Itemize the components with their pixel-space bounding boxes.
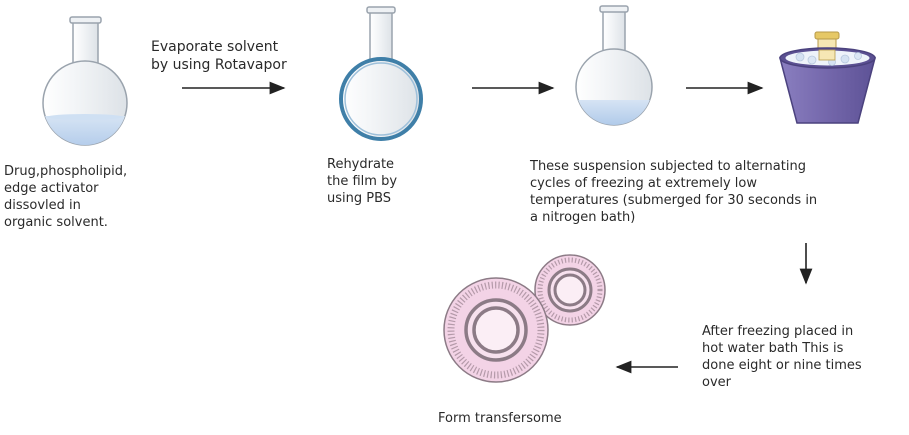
step-rehydrate-label: Rehydrate the film by using PBS bbox=[327, 157, 398, 206]
step-form-label: Form transfersome bbox=[438, 411, 562, 426]
transfersome-vesicle-icon bbox=[443, 254, 606, 383]
vesicle-small bbox=[534, 254, 606, 326]
flask-film-icon bbox=[339, 6, 423, 141]
step-evaporate-label: Evaporate solvent by using Rotavapor bbox=[151, 39, 287, 73]
step-dissolve-label: Drug,phospholipid, edge activator dissov… bbox=[4, 164, 128, 230]
flask-solvent-icon bbox=[42, 16, 128, 146]
step-freeze-label: These suspension subjected to alternatin… bbox=[530, 159, 818, 225]
flask-suspension-icon bbox=[575, 5, 653, 126]
step-thaw-label: After freezing placed in hot water bath … bbox=[702, 324, 862, 390]
ice-bucket-icon bbox=[779, 31, 876, 124]
vesicle-large bbox=[443, 277, 549, 383]
